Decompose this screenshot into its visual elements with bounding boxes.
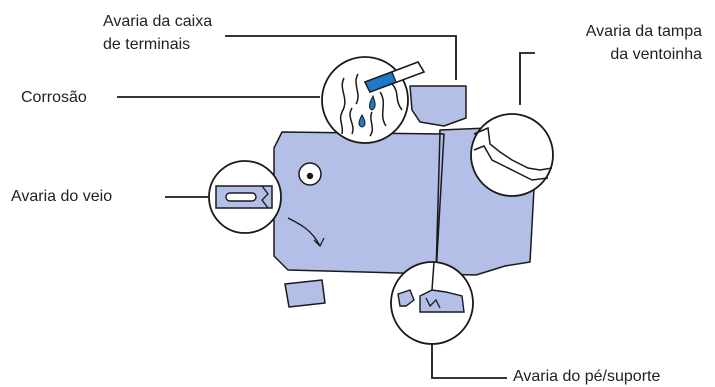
leader-fan-cover — [519, 52, 535, 105]
label-terminal-box-line2: de terminais — [103, 36, 191, 53]
body-seam — [435, 131, 441, 275]
label-fan-cover-line1: Avaria da tampa — [585, 23, 702, 40]
callout-shaft — [208, 160, 282, 234]
corrosion-drop — [369, 94, 376, 111]
label-foot: Avaria do pé/suporte — [513, 368, 661, 385]
terminal-box — [409, 85, 467, 127]
label-shaft: Avaria do veio — [11, 188, 113, 205]
leader-foot — [431, 343, 507, 379]
callout-foot — [390, 261, 474, 345]
callout-fan-cover — [470, 113, 554, 197]
motor-foot-left — [284, 279, 326, 308]
leader-terminal-box — [225, 35, 457, 80]
label-terminal-box-line1: Avaria da caixa — [103, 13, 213, 30]
label-corrosion: Corrosão — [21, 89, 87, 106]
motor-body — [273, 131, 445, 275]
callout-corrosion — [321, 56, 426, 144]
rotation-arrow — [287, 217, 321, 247]
label-fan-cover-line2: da ventoinha — [610, 46, 702, 63]
